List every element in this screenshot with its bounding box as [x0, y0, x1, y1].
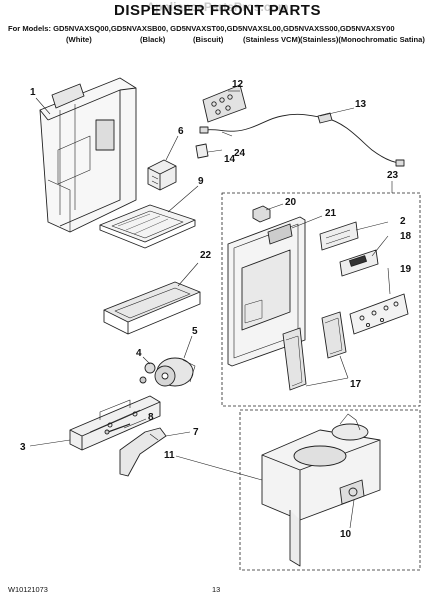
part-21-front-panel: [227, 216, 306, 367]
part-6-block: [147, 159, 177, 191]
callout-23: 23: [387, 170, 399, 181]
leader-lines: [29, 90, 393, 529]
part-2-bracket: [319, 221, 359, 251]
callout-19: 19: [400, 264, 412, 275]
models-line: For Models: GD5NVAXSQ00,GD5NVAXSB00, GD5…: [8, 24, 395, 33]
part-18-plate: [339, 249, 379, 277]
callout-18: 18: [400, 231, 412, 242]
color-stainless-vcm: (Stainless VCM): [243, 35, 301, 44]
part-14-clip: [195, 143, 209, 159]
callout-17: 17: [350, 379, 362, 390]
callout-12: 12: [232, 79, 244, 90]
part-10-chute-door: [339, 479, 365, 505]
watermark: AppliancePartsPros.com: [146, 0, 289, 14]
doc-number: W10121073: [8, 585, 48, 594]
part-3-bracket-assembly: [69, 395, 161, 451]
part-4-gear: [139, 362, 156, 384]
part-12-board: [202, 84, 247, 123]
callout-14: 14: [224, 154, 236, 165]
callout-1: 1: [30, 87, 36, 98]
part-17-paddles: [282, 311, 347, 391]
callout-22: 22: [200, 250, 212, 261]
callout-24: 24: [234, 148, 246, 159]
part-22-grille: [103, 281, 201, 335]
callout-7: 7: [193, 427, 199, 438]
callout-10: 10: [340, 529, 352, 540]
callout-13: 13: [355, 99, 367, 110]
color-biscuit: (Biscuit): [193, 35, 224, 44]
page-number: 13: [212, 585, 221, 594]
page-title: DISPENSER FRONT PARTS: [114, 2, 321, 19]
color-stainless-satina: (Stainless)(Monochromatic Satina): [300, 35, 425, 44]
callout-9: 9: [198, 176, 204, 187]
part-1-housing: [39, 77, 137, 233]
part-24-harness: [199, 115, 283, 134]
callout-6: 6: [178, 126, 184, 137]
callout-5: 5: [192, 326, 198, 337]
assembly-23-box: [221, 192, 421, 407]
part-5-motor: [154, 357, 196, 387]
part-20-switch: [252, 205, 271, 223]
callout-2: 2: [400, 216, 406, 227]
assembly-11-box: [239, 409, 421, 571]
color-white: (White): [66, 35, 92, 44]
callout-4: 4: [136, 348, 142, 359]
callout-3: 3: [20, 442, 26, 453]
callout-8: 8: [148, 412, 154, 423]
color-black: (Black): [140, 35, 166, 44]
callout-11: 11: [164, 450, 175, 461]
part-8-screw: [104, 423, 131, 435]
callout-20: 20: [285, 197, 297, 208]
part-13-harness: [281, 112, 405, 167]
callout-21: 21: [325, 208, 337, 219]
part-19-control-panel: [349, 293, 409, 335]
part-9-tray: [99, 204, 196, 249]
part-7-lever: [119, 427, 167, 477]
